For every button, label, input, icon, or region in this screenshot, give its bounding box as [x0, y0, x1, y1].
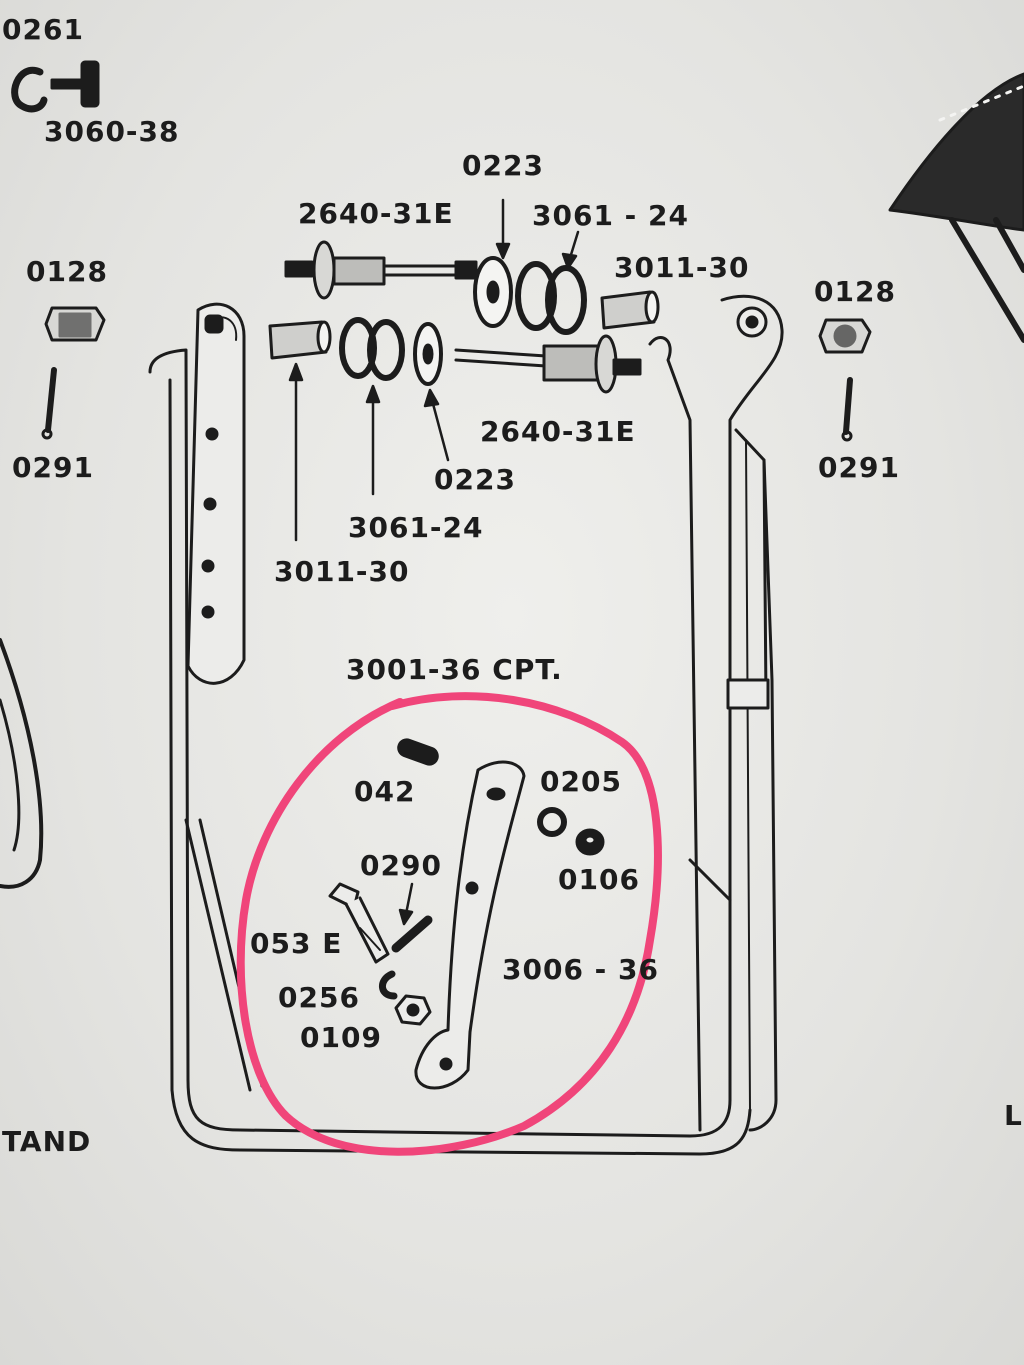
shaft-2640-31e-top-icon: [284, 240, 478, 300]
label-3001-36-cpt: 3001-36 CPT.: [346, 653, 563, 686]
caption-right: L: [1004, 1099, 1023, 1132]
label-3006-36: 3006 - 36: [502, 953, 660, 986]
label-0128-right: 0128: [814, 275, 896, 308]
nut-0109-icon: [394, 994, 432, 1026]
label-0128-left: 0128: [26, 255, 108, 288]
label-3060-38: 3060-38: [44, 115, 180, 148]
label-0290: 0290: [360, 849, 442, 882]
bracket-3006-36-icon: [414, 760, 526, 1090]
nut-0128-right-icon: [818, 318, 872, 354]
stand-frame-right: [648, 294, 784, 1132]
spacer-3011-30-mid-icon: [268, 320, 332, 360]
nut-0128-left-icon: [44, 306, 106, 342]
label-0109: 0109: [300, 1021, 382, 1054]
nut-0106-icon: [575, 828, 605, 856]
label-042: 042: [354, 775, 416, 808]
spacer-3011-30-top-icon: [600, 290, 660, 330]
label-0223-mid: 0223: [434, 463, 516, 496]
bushing-3061-24-mid-icon: [339, 317, 405, 381]
caption-left: TAND: [2, 1125, 92, 1158]
label-0261: 0261: [2, 13, 84, 46]
washer-0223-mid-icon: [413, 322, 443, 386]
cotter-pin-0291-right-icon: [841, 377, 853, 442]
c-clip-0261-icon: [11, 66, 48, 113]
label-0223-top: 0223: [462, 149, 544, 182]
label-3011-30-top: 3011-30: [614, 251, 750, 284]
washer-0223-top-icon: [473, 256, 513, 328]
shaft-2640-31e-mid-icon: [454, 334, 642, 394]
label-0205: 0205: [540, 765, 622, 798]
label-053e: 053 E: [250, 927, 343, 960]
lock-washer-0256-icon: [379, 970, 398, 1000]
bolt-053e-icon: [328, 882, 390, 964]
label-0106: 0106: [558, 863, 640, 896]
label-0256: 0256: [278, 981, 360, 1014]
pin-0290-icon: [391, 915, 433, 953]
label-3011-30-mid: 3011-30: [274, 555, 410, 588]
label-2640-31e-top: 2640-31E: [298, 197, 454, 230]
bolt-042-icon: [397, 738, 439, 766]
bolt-3060-38-icon: [50, 60, 100, 108]
label-0291-right: 0291: [818, 451, 900, 484]
bushing-3061-24-top-icon: [515, 261, 587, 335]
washer-0205-icon: [537, 807, 567, 837]
highlight-circle: [236, 692, 662, 1156]
stand-frame-left: [148, 302, 752, 1156]
cotter-pin-0291-left-icon: [41, 367, 57, 440]
label-2640-31e-mid: 2640-31E: [480, 415, 636, 448]
leader-arrows: [288, 198, 580, 926]
adjacent-part-right: [888, 72, 1024, 343]
adjacent-part-left: [0, 638, 44, 889]
label-0291-left: 0291: [12, 451, 94, 484]
label-3061-24-top: 3061 - 24: [532, 199, 690, 232]
label-3061-24-mid: 3061-24: [348, 511, 484, 544]
